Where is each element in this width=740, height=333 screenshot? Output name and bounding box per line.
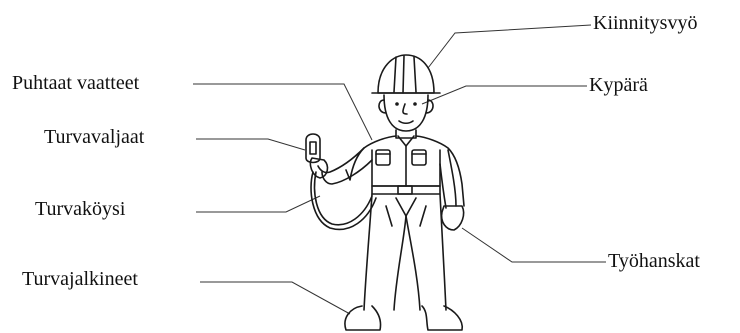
helmet-icon — [372, 55, 440, 93]
leader-turvajalkineet — [200, 282, 350, 314]
label-turvakoysi: Turvaköysi — [35, 197, 125, 221]
trousers-icon — [364, 194, 446, 310]
leader-turvakoysi — [196, 196, 320, 212]
label-puhtaat-vaatteet: Puhtaat vaatteet — [12, 71, 139, 95]
label-kypara: Kypärä — [589, 73, 648, 97]
leader-puhtaat — [193, 84, 372, 140]
leader-kiinnitysvyo — [428, 25, 591, 68]
label-turvajalkineet: Turvajalkineet — [22, 267, 138, 291]
leader-lines — [193, 25, 606, 314]
label-kiinnitysvyo: Kiinnitysvyö — [593, 11, 697, 35]
leader-turvavaljaat — [196, 139, 305, 150]
leader-kypara — [422, 86, 587, 104]
label-turvavaljaat: Turvavaljaat — [44, 125, 144, 149]
leader-tyohanskat — [462, 228, 606, 262]
label-tyohanskat: Työhanskat — [608, 249, 700, 273]
safety-boots-icon — [345, 306, 462, 330]
